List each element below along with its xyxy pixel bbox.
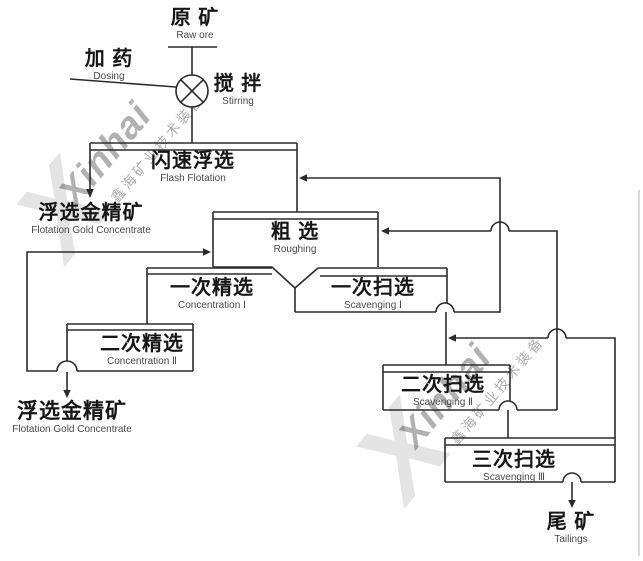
conc2-discharge-notch (56, 360, 78, 372)
scav2-discharge-notch (498, 400, 518, 411)
arrow-into-roughing-left (203, 248, 211, 256)
feed-lines (69, 46, 217, 143)
scav3-discharge-notch (562, 472, 582, 483)
line-hop (547, 328, 567, 339)
arrow-flash-concentrate (86, 189, 94, 198)
scav1-discharge-notch (435, 302, 455, 313)
arrow-final-concentrate (63, 390, 71, 398)
scav3-return-to-scav2-line (448, 328, 616, 482)
stirrer-symbol (175, 74, 209, 108)
arrow-into-scav2-feed (448, 334, 456, 342)
conc2-return-to-roughing-line (26, 248, 211, 372)
arrow-tailings (568, 500, 576, 508)
scavenging1-box (294, 267, 455, 365)
roughing-box (212, 211, 379, 290)
arrow-into-flash-feed (299, 174, 307, 182)
roughing-funnel (213, 266, 319, 290)
stirrer-cross (180, 79, 204, 103)
scavenging3-box (444, 437, 615, 508)
arrow-into-roughing-right (381, 227, 389, 235)
scav1-return-to-flash-line (299, 174, 501, 313)
concentration1-box (146, 267, 272, 324)
scavenging2-box (382, 364, 557, 438)
scav2-return-to-roughing-line (381, 221, 558, 410)
flash-flotation-box (86, 142, 298, 212)
dosing-line (69, 78, 177, 88)
line-hop (490, 221, 510, 232)
concentration2-box (56, 323, 194, 398)
